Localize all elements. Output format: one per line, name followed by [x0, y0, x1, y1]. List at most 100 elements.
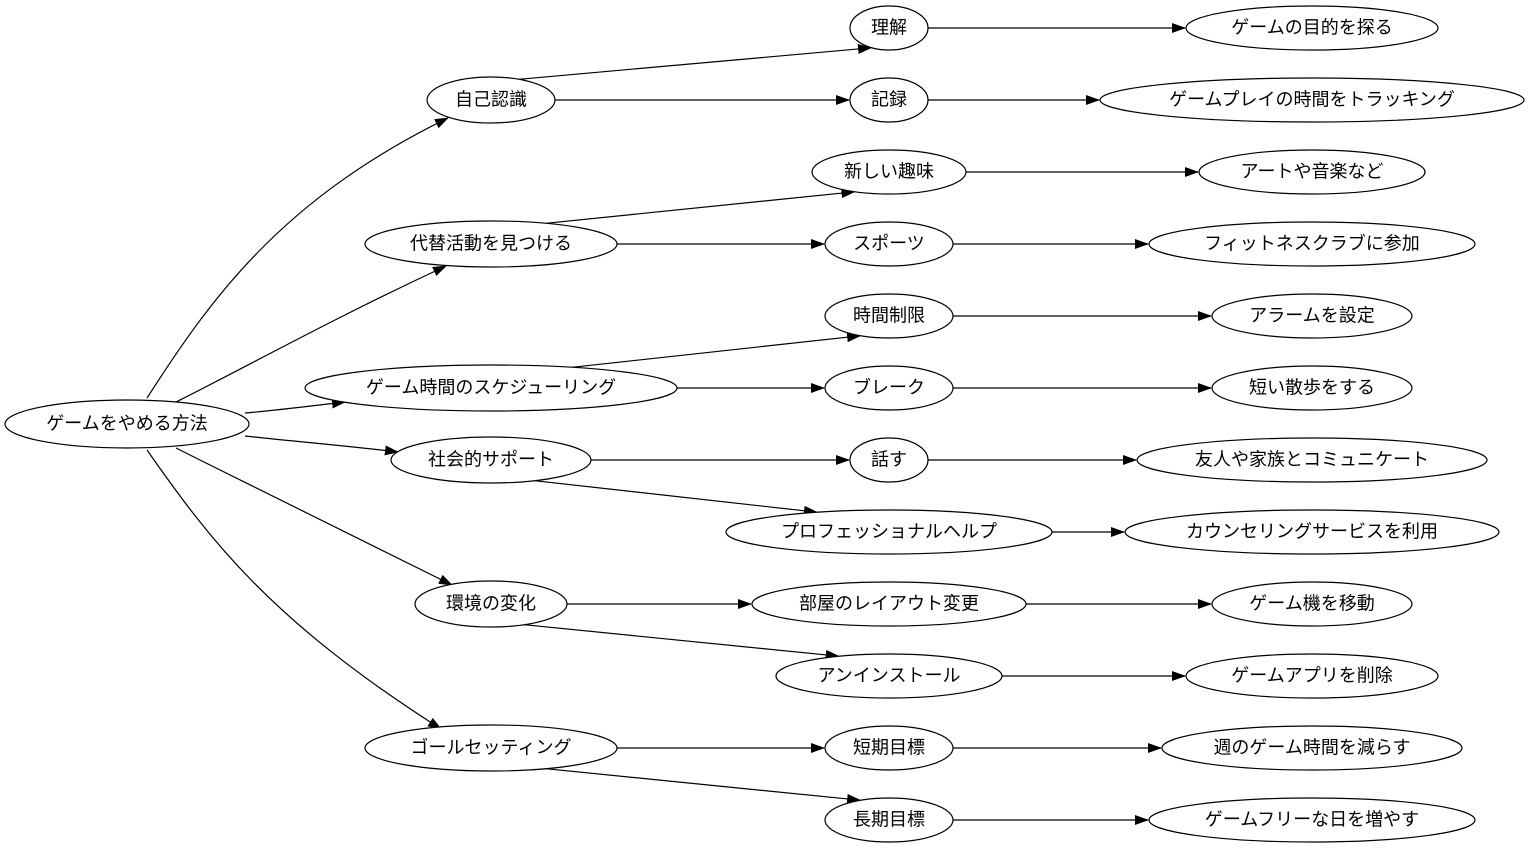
leaf-node-2-2: フィットネスクラブに参加	[1148, 221, 1476, 267]
leaf-node-4-2-label: カウンセリングサービスを利用	[1186, 522, 1438, 543]
leaf-node-1-1: ゲームの目的を探る	[1185, 5, 1439, 51]
leaf-node-6-1-label: 週のゲーム時間を減らす	[1213, 738, 1410, 759]
child-node-1-2-label: 記録	[871, 90, 907, 111]
leaf-node-2-2-label: フィットネスクラブに参加	[1204, 233, 1420, 255]
leaf-node-2-1-shape	[1198, 149, 1426, 195]
child-node-6-2-label: 長期目標	[853, 810, 925, 831]
leaf-node-3-1-label: アラームを設定	[1249, 306, 1374, 327]
child-node-1-1: 理解	[849, 5, 929, 51]
child-node-5-2-label: アンインストール	[818, 666, 961, 687]
child-node-5-2: アンインストール	[775, 653, 1003, 699]
leaf-node-6-1: 週のゲーム時間を減らす	[1161, 725, 1463, 771]
branch-node-5-shape	[414, 580, 568, 628]
branch-node-5-label: 環境の変化	[446, 594, 536, 615]
branch-node-1: 自己認識	[426, 76, 556, 124]
leaf-node-3-1: アラームを設定	[1211, 293, 1413, 339]
leaf-node-3-2: 短い散歩をする	[1211, 365, 1413, 411]
child-node-2-2-shape	[824, 221, 954, 267]
edge-branch-2-child-1	[545, 188, 856, 224]
child-node-2-2: スポーツ	[824, 221, 954, 267]
child-node-4-1-label: 話す	[871, 450, 907, 471]
leaf-node-5-1-shape	[1211, 581, 1413, 627]
child-node-5-2-shape	[775, 653, 1003, 699]
child-node-3-2-label: ブレーク	[853, 377, 925, 399]
edge-branch-4-child-2	[534, 480, 818, 516]
child-node-4-2-label: プロフェッショナルヘルプ	[781, 522, 997, 543]
branch-node-3-label: ゲーム時間のスケジューリング	[366, 378, 616, 399]
child-node-6-2: 長期目標	[824, 797, 954, 843]
leaf-node-1-1-label: ゲームの目的を探る	[1231, 18, 1392, 39]
child-node-4-1-shape	[849, 437, 929, 483]
branch-node-4-label: 社会的サポート	[428, 450, 554, 471]
edge-root-branch-2	[175, 265, 447, 403]
leaf-node-5-2-shape	[1185, 653, 1439, 699]
leaf-node-2-1: アートや音楽など	[1198, 149, 1426, 195]
edges-layer	[146, 23, 1212, 825]
leaf-node-6-2-label: ゲームフリーな日を増やす	[1205, 810, 1419, 831]
edge-root-branch-3	[244, 398, 346, 414]
child-node-6-1-shape	[824, 725, 954, 771]
edge-root-branch-5	[175, 447, 453, 586]
child-node-1-1-shape	[849, 5, 929, 51]
branch-node-6-label: ゴールセッティング	[411, 738, 572, 759]
edge-branch-6-child-2	[545, 768, 862, 804]
branch-node-6: ゴールセッティング	[364, 724, 618, 772]
leaf-node-5-2-label: ゲームアプリを削除	[1231, 666, 1392, 687]
child-node-3-1-shape	[824, 293, 954, 339]
leaf-node-3-2-label: 短い散歩をする	[1249, 378, 1375, 399]
edge-root-branch-4	[244, 435, 399, 456]
leaf-node-4-1: 友人や家族とコミュニケート	[1136, 437, 1488, 483]
child-node-6-1: 短期目標	[824, 725, 954, 771]
child-node-4-2: プロフェッショナルヘルプ	[725, 509, 1053, 555]
child-node-5-1: 部屋のレイアウト変更	[751, 581, 1027, 627]
child-node-4-2-shape	[725, 509, 1053, 555]
child-node-5-1-shape	[751, 581, 1027, 627]
branch-node-5: 環境の変化	[414, 580, 568, 628]
leaf-node-6-1-shape	[1161, 725, 1463, 771]
child-node-2-1-shape	[811, 149, 967, 195]
branch-node-2-label: 代替活動を見つける	[410, 234, 572, 255]
child-node-6-1-label: 短期目標	[853, 738, 925, 759]
child-node-3-1-label: 時間制限	[853, 306, 925, 327]
branch-node-1-shape	[426, 76, 556, 124]
leaf-node-5-2: ゲームアプリを削除	[1185, 653, 1439, 699]
leaf-node-1-2-label: ゲームプレイの時間をトラッキング	[1169, 90, 1455, 111]
child-node-1-1-label: 理解	[871, 18, 907, 39]
child-node-4-1: 話す	[849, 437, 929, 483]
leaf-node-6-2-shape	[1148, 797, 1476, 843]
child-node-2-1-label: 新しい趣味	[844, 162, 934, 183]
root-node: ゲームをやめる方法	[4, 399, 250, 449]
leaf-node-4-1-label: 友人や家族とコミュニケート	[1195, 450, 1429, 471]
root-node-shape	[4, 399, 250, 449]
leaf-node-1-2: ゲームプレイの時間をトラッキング	[1099, 77, 1525, 123]
branch-node-6-shape	[364, 724, 618, 772]
leaf-node-2-2-shape	[1148, 221, 1476, 267]
leaf-node-5-1: ゲーム機を移動	[1211, 581, 1413, 627]
leaf-node-6-2: ゲームフリーな日を増やす	[1148, 797, 1476, 843]
child-node-3-2-shape	[824, 365, 954, 411]
leaf-node-2-1-label: アートや音楽など	[1241, 162, 1384, 183]
branch-node-4-shape	[390, 436, 592, 484]
branch-node-3-shape	[304, 364, 678, 412]
child-node-1-2: 記録	[849, 77, 929, 123]
branch-node-2: 代替活動を見つける	[364, 220, 618, 268]
leaf-node-1-2-shape	[1099, 77, 1525, 123]
child-node-2-1: 新しい趣味	[811, 149, 967, 195]
branch-node-1-label: 自己認識	[455, 90, 527, 111]
branch-node-2-shape	[364, 220, 618, 268]
leaf-node-1-1-shape	[1185, 5, 1439, 51]
child-node-5-1-label: 部屋のレイアウト変更	[799, 594, 979, 615]
child-node-1-2-shape	[849, 77, 929, 123]
leaf-node-4-2-shape	[1124, 509, 1500, 555]
child-node-3-1: 時間制限	[824, 293, 954, 339]
leaf-node-4-1-shape	[1136, 437, 1488, 483]
edge-branch-5-child-2	[524, 624, 840, 660]
root-node-label: ゲームをやめる方法	[46, 414, 207, 435]
leaf-node-3-1-shape	[1211, 293, 1413, 339]
child-node-2-2-label: スポーツ	[853, 234, 925, 255]
leaf-node-4-2: カウンセリングサービスを利用	[1124, 509, 1500, 555]
child-node-3-2: ブレーク	[824, 365, 954, 411]
edge-root-branch-1	[146, 117, 449, 399]
